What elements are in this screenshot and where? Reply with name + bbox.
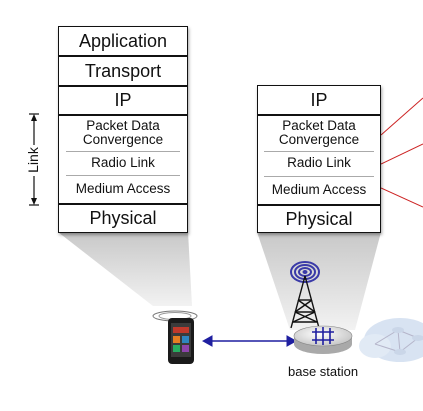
divider (66, 151, 180, 152)
divider (264, 176, 374, 177)
layer-application: Application (59, 27, 187, 55)
layer-ip: IP (59, 87, 187, 114)
left-funnel (58, 232, 192, 306)
smartphone-icon (152, 310, 198, 364)
divider (59, 114, 187, 116)
layer-medium-access: Medium Access (59, 176, 187, 202)
divider (264, 151, 374, 152)
divider (66, 175, 180, 176)
red-links (380, 97, 423, 208)
layer-radio-link: Radio Link (258, 152, 380, 175)
base-station-icon (290, 261, 353, 354)
divider (59, 203, 187, 205)
layer-transport: Transport (59, 57, 187, 85)
wireless-link-arrow (201, 335, 298, 347)
layer-physical: Physical (258, 206, 380, 232)
layer-physical: Physical (59, 205, 187, 232)
network-cloud-icon (359, 318, 423, 362)
divider (258, 204, 380, 206)
layer-packet-data-convergence: Packet Data Convergence (262, 116, 376, 150)
layer-radio-link: Radio Link (59, 152, 187, 174)
layer-ip: IP (258, 86, 380, 114)
divider (59, 55, 187, 57)
base-station-label: base station (288, 364, 359, 379)
link-bracket (29, 113, 39, 206)
divider (59, 85, 187, 87)
link-bracket-label: Link (25, 147, 41, 173)
left-protocol-stack (58, 26, 188, 233)
right-funnel (257, 232, 381, 330)
divider (258, 114, 380, 116)
right-protocol-stack (257, 85, 381, 233)
layer-packet-data-convergence: Packet Data Convergence (64, 116, 182, 150)
layer-medium-access: Medium Access (258, 177, 380, 203)
